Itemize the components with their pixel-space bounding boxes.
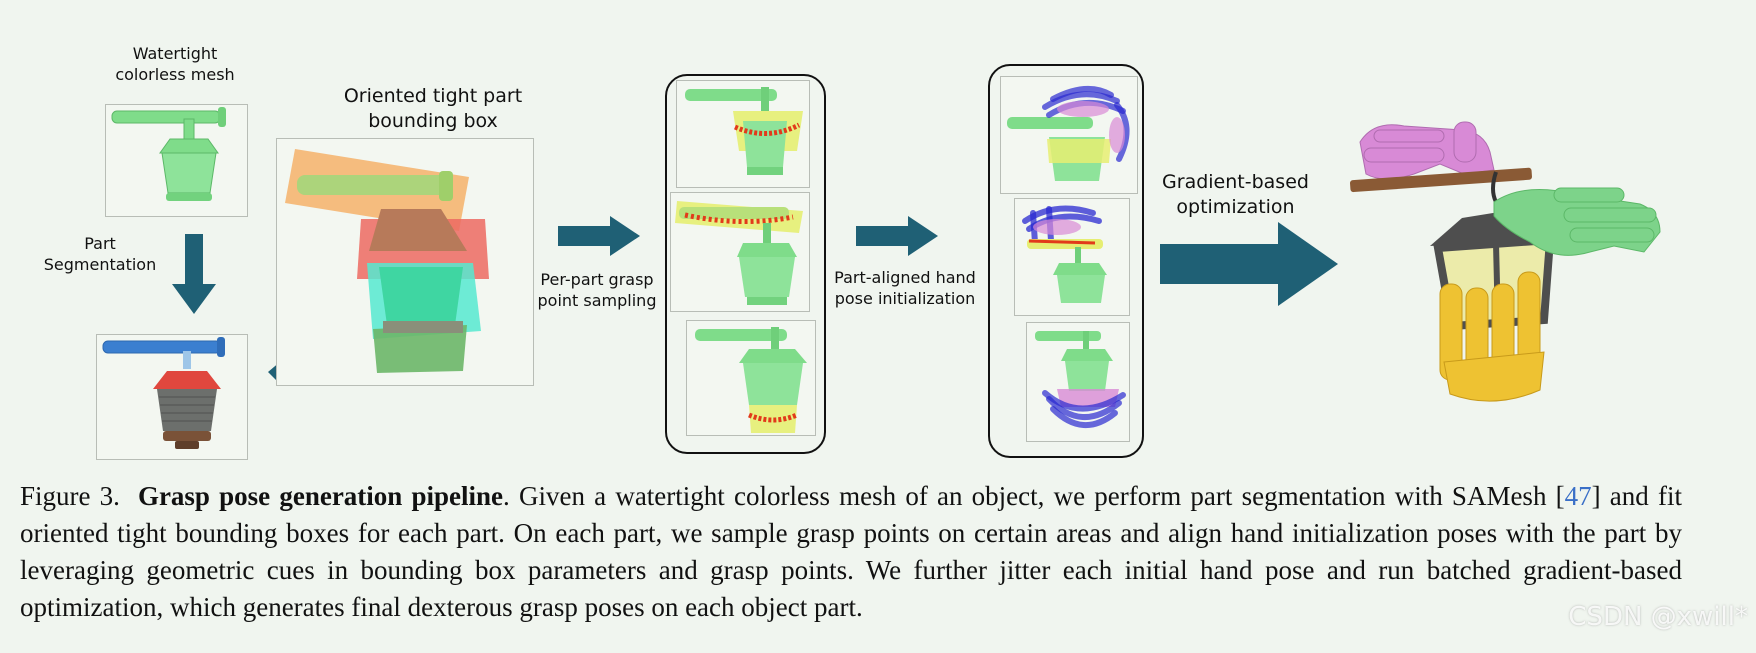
panel-init-handle xyxy=(1000,76,1138,194)
frame-grasp-sampling xyxy=(665,74,826,454)
panel-bounding-box xyxy=(276,138,534,386)
label-gradient-optimization: Gradient-based optimization xyxy=(1162,171,1309,218)
panel-init-base xyxy=(1026,322,1130,442)
watermark: CSDN @xwill* xyxy=(1568,602,1748,632)
arrow-right-large-icon xyxy=(1160,222,1338,306)
lantern-mesh-segmented xyxy=(102,337,225,449)
lantern-hands-handle xyxy=(1007,86,1130,181)
lantern-grasp-body xyxy=(675,201,803,305)
label-watertight-mesh: Watertight colorless mesh xyxy=(115,44,235,84)
caption-text-after-ref: ] and fit oriented tight bounding boxes … xyxy=(20,481,1682,622)
panel-segmented-mesh xyxy=(96,334,248,460)
final-grasp-result xyxy=(1350,121,1661,402)
arrow-right-icon xyxy=(856,216,938,256)
lantern-grasp-base xyxy=(695,327,807,433)
figure-caption: Figure 3. Grasp pose generation pipeline.… xyxy=(20,478,1682,626)
lantern-mesh-green xyxy=(111,107,226,201)
lantern-bounding-boxes xyxy=(285,149,489,373)
caption-citation-link[interactable]: 47 xyxy=(1564,481,1592,511)
panel-sampling-base xyxy=(686,320,816,436)
arrow-down-icon xyxy=(172,234,216,314)
lantern-hands-body xyxy=(1022,205,1107,303)
label-part-segmentation: Part Segmentation xyxy=(43,234,157,274)
panel-colorless-mesh xyxy=(105,104,248,217)
caption-text-before-ref: . Given a watertight colorless mesh of a… xyxy=(503,481,1565,511)
label-per-part-sampling: Per-part grasp point sampling xyxy=(537,270,657,310)
panel-sampling-body xyxy=(670,192,810,312)
label-part-aligned-init: Part-aligned hand pose initialization xyxy=(834,268,976,308)
caption-figure-number: Figure 3. xyxy=(20,481,120,511)
panel-sampling-handle xyxy=(676,80,810,188)
label-oriented-bbox: Oriented tight part bounding box xyxy=(343,85,523,132)
lantern-hands-base xyxy=(1035,331,1126,429)
pipeline-figure: Watertight colorless mesh Part Segmentat… xyxy=(43,44,1661,460)
lantern-grasp-handle xyxy=(685,87,803,175)
frame-hand-initialization xyxy=(988,64,1144,458)
arrow-right-icon xyxy=(558,216,640,256)
panel-init-body xyxy=(1014,198,1130,316)
caption-title: Grasp pose generation pipeline xyxy=(137,481,504,511)
